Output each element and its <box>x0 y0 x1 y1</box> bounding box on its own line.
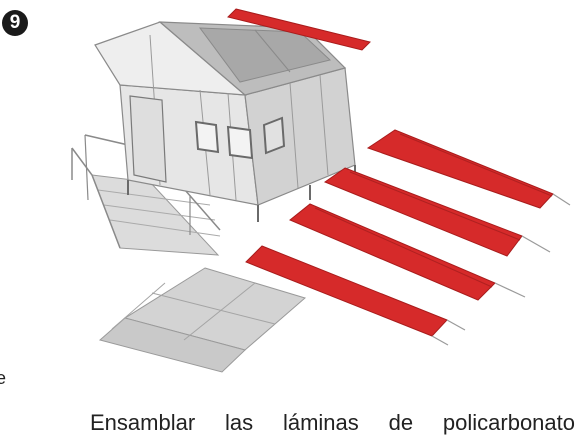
access-ramp <box>71 134 221 256</box>
floor-tiles <box>98 267 307 373</box>
polycarbonate-sheets <box>227 8 571 346</box>
assembly-illustration <box>71 8 571 373</box>
step-number-badge: 9 <box>2 10 28 36</box>
instruction-caption: Ensamblar las láminas de policarbonato <box>90 410 575 435</box>
margin-text-fragment: e <box>0 368 7 388</box>
modular-cabin <box>94 21 356 222</box>
